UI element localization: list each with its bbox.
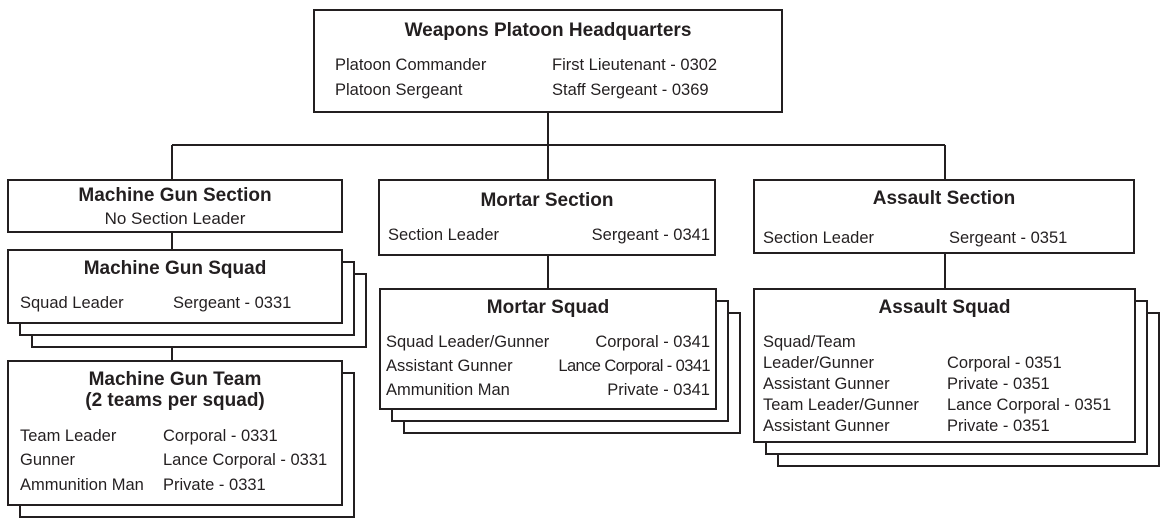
mortar-squad-role-2: Assistant Gunner: [386, 357, 513, 375]
assault-squad-rank-5: Private - 0351: [947, 417, 1050, 435]
mg-section-title: Machine Gun Section: [78, 185, 272, 206]
mortar-section-title: Mortar Section: [480, 190, 614, 211]
mg-team-role-2: Gunner: [20, 451, 76, 469]
hq-title: Weapons Platoon Headquarters: [404, 20, 692, 41]
hq-role-1: Platoon Commander: [335, 56, 487, 74]
assault-squad-rank-3: Private - 0351: [947, 375, 1050, 393]
assault-squad-box: Assault Squad Squad/Team Leader/Gunner C…: [753, 288, 1136, 443]
mg-team-rank-1: Corporal - 0331: [163, 427, 278, 445]
mortar-section-role-1: Section Leader: [388, 226, 499, 244]
mg-team-rank-2: Lance Corporal - 0331: [163, 451, 328, 469]
mortar-squad-rank-3: Private - 0341: [607, 381, 710, 399]
mg-team-title-line1: Machine Gun Team: [88, 369, 262, 390]
mg-squad-title: Machine Gun Squad: [83, 258, 267, 279]
assault-squad-role-3: Assistant Gunner: [763, 375, 890, 393]
mg-team-title-line2: (2 teams per squad): [85, 390, 265, 411]
assault-squad-title: Assault Squad: [878, 297, 1011, 318]
mortar-section-rank-1: Sergeant - 0341: [591, 226, 710, 244]
mg-team-role-3: Ammunition Man: [20, 476, 144, 494]
hq-role-2: Platoon Sergeant: [335, 81, 463, 99]
mortar-squad-role-3: Ammunition Man: [386, 381, 510, 399]
mortar-squad-role-1: Squad Leader/Gunner: [386, 333, 550, 351]
mortar-squad-title: Mortar Squad: [486, 297, 610, 318]
mortar-section-box: Mortar Section Section Leader Sergeant -…: [378, 179, 716, 256]
mg-squad-role-1: Squad Leader: [20, 294, 124, 312]
assault-squad-role-1: Squad/Team: [763, 333, 856, 351]
assault-squad-role-4: Team Leader/Gunner: [763, 396, 919, 414]
assault-squad-role-5: Assistant Gunner: [763, 417, 890, 435]
machine-gun-squad-box: Machine Gun Squad Squad Leader Sergeant …: [7, 249, 343, 324]
assault-squad-rank-4: Lance Corporal - 0351: [947, 396, 1112, 414]
mg-team-role-1: Team Leader: [20, 427, 117, 445]
assault-section-rank-1: Sergeant - 0351: [949, 229, 1068, 247]
hq-rank-2: Staff Sergeant - 0369: [552, 81, 709, 99]
mortar-squad-rank-2: Lance Corporal - 0341: [558, 357, 710, 375]
machine-gun-team-box: Machine Gun Team (2 teams per squad) Tea…: [7, 360, 343, 506]
assault-section-role-1: Section Leader: [763, 229, 874, 247]
mg-team-rank-3: Private - 0331: [163, 476, 266, 494]
machine-gun-section-box: Machine Gun Section No Section Leader: [7, 179, 343, 233]
mortar-squad-box: Mortar Squad Squad Leader/Gunner Corpora…: [379, 288, 717, 410]
hq-rank-1: First Lieutenant - 0302: [552, 56, 718, 74]
assault-section-box: Assault Section Section Leader Sergeant …: [753, 179, 1135, 254]
mortar-squad-rank-1: Corporal - 0341: [595, 333, 710, 351]
mg-section-subtitle: No Section Leader: [104, 209, 246, 228]
mg-squad-rank-1: Sergeant - 0331: [173, 294, 292, 312]
assault-section-title: Assault Section: [872, 188, 1016, 209]
assault-squad-rank-2: Corporal - 0351: [947, 354, 1062, 372]
platoon-headquarters-box: Weapons Platoon Headquarters Platoon Com…: [313, 9, 783, 113]
assault-squad-role-2: Leader/Gunner: [763, 354, 874, 372]
